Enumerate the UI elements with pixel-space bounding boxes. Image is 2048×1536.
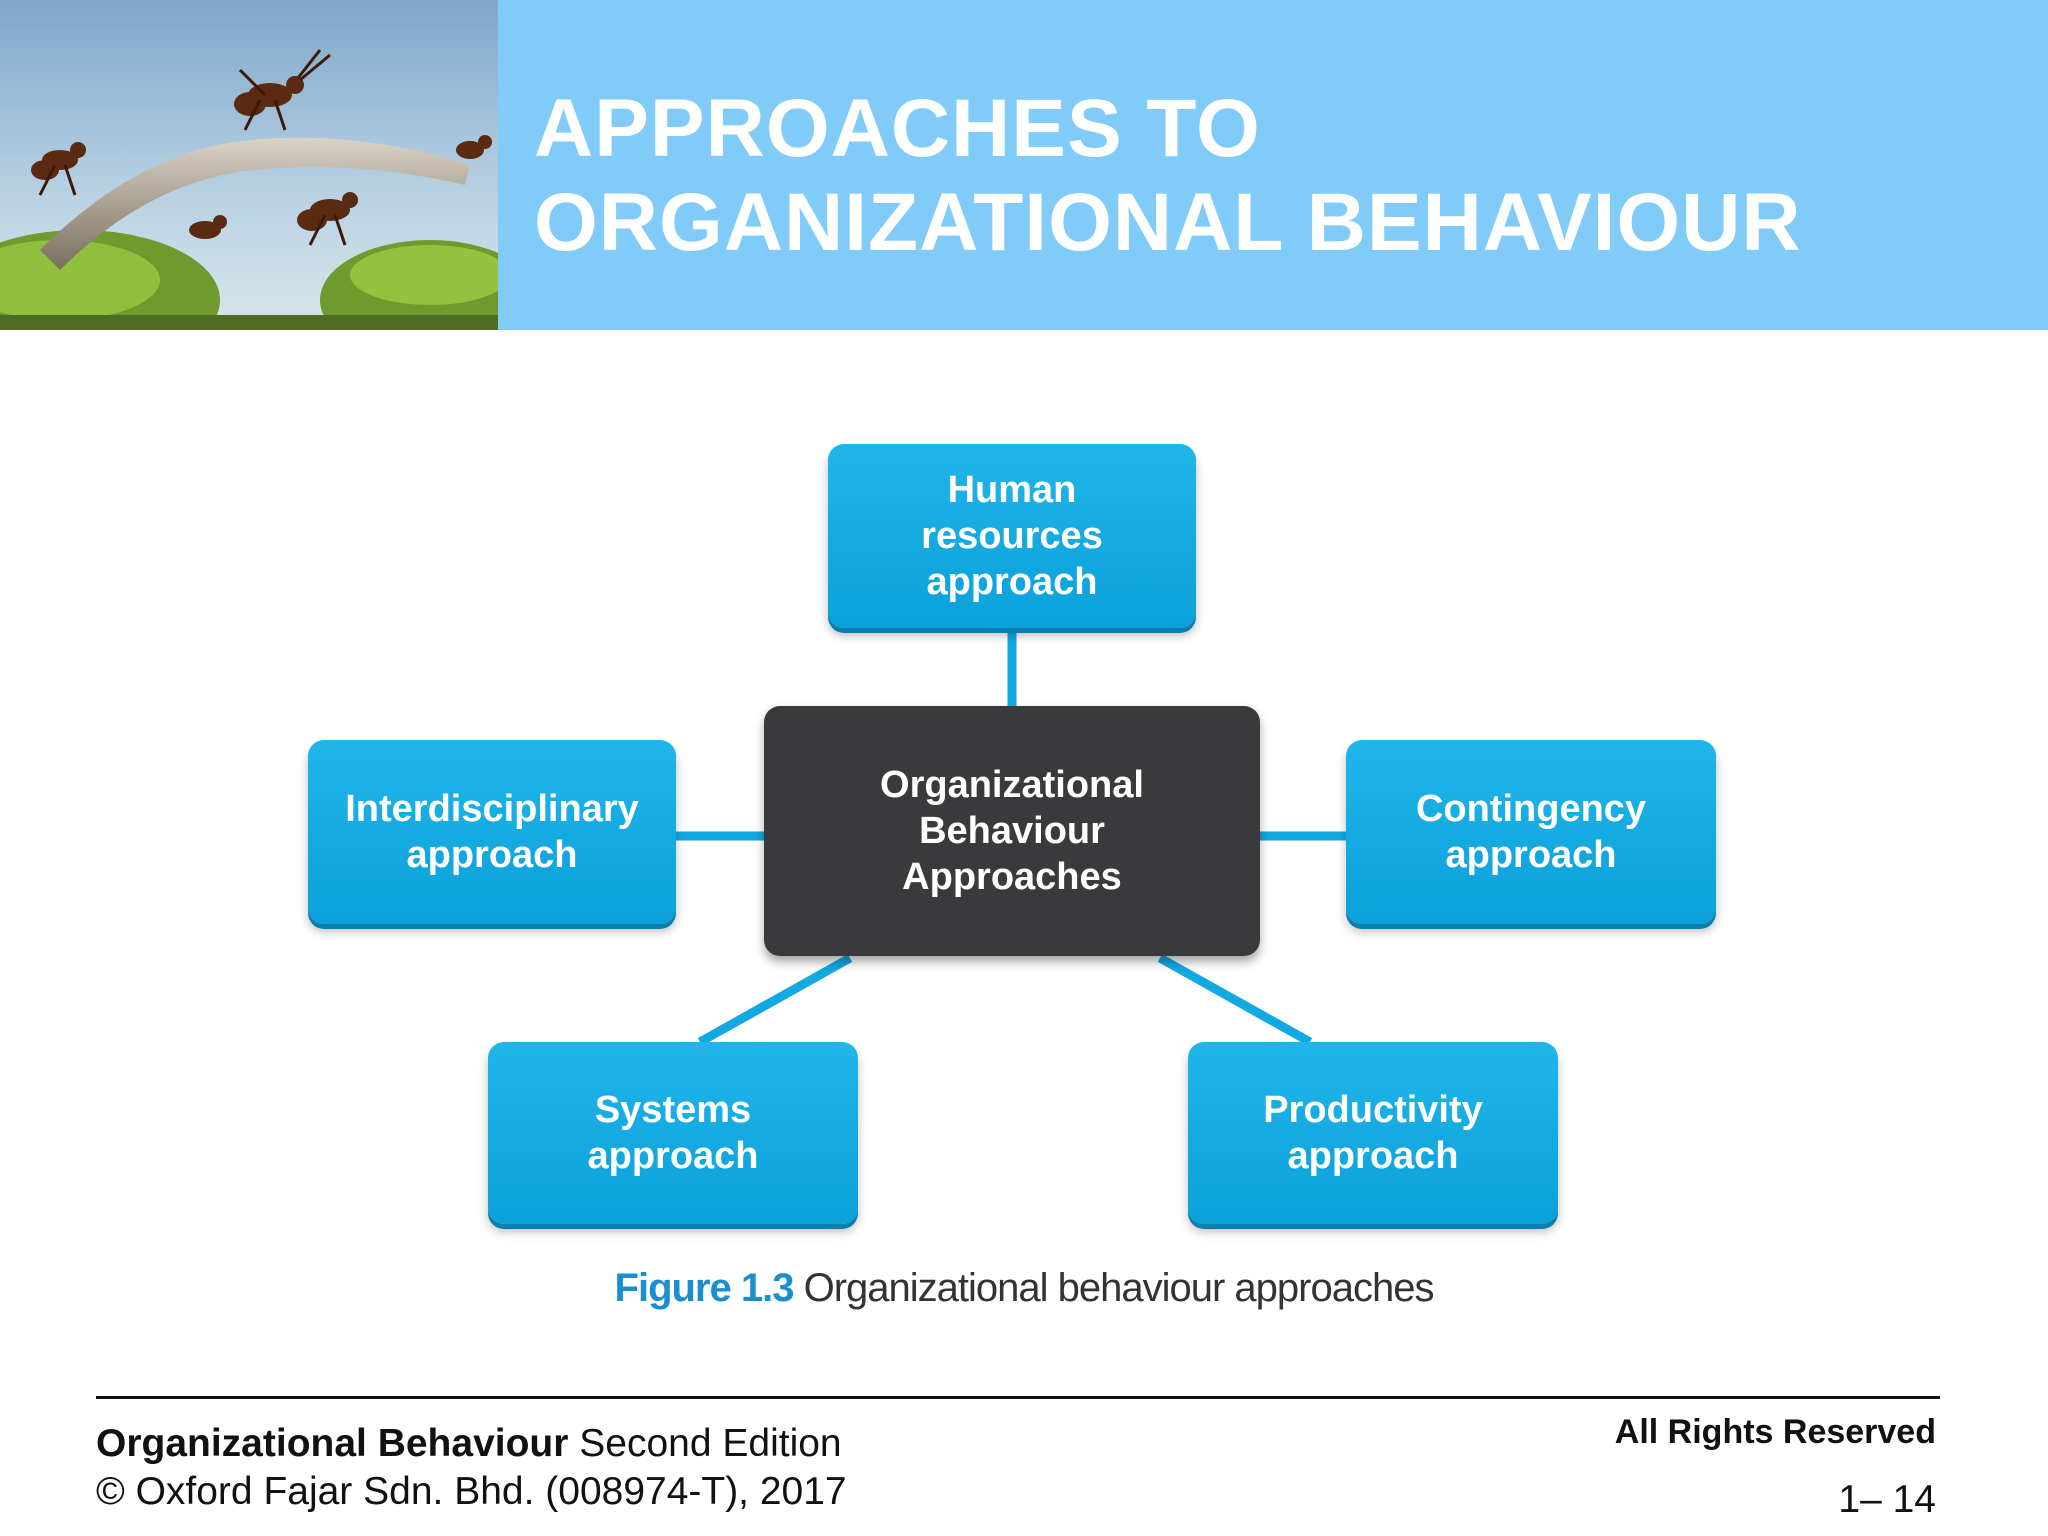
node-productivity-approach: Productivity approach — [1188, 1042, 1558, 1224]
node-organizational-behaviour-approaches: Organizational Behaviour Approaches — [764, 706, 1260, 956]
rights-text: All Rights Reserved — [1614, 1413, 1936, 1451]
book-title: Organizational Behaviour — [96, 1422, 569, 1465]
node-line: Contingency — [1415, 788, 1647, 830]
figure-caption-text: Organizational behaviour approaches — [793, 1266, 1435, 1310]
figure-caption: Figure 1.3 Organizational behaviour appr… — [0, 1266, 2048, 1311]
figure-label: Figure 1.3 — [614, 1266, 795, 1310]
footer-left: Organizational Behaviour Second Edition … — [96, 1420, 847, 1516]
connector-bottom-left — [697, 954, 853, 1046]
node-line: approach — [1287, 1135, 1459, 1177]
node-line: Human — [947, 469, 1077, 511]
node-line: approach — [1445, 834, 1617, 876]
node-systems-approach: Systems approach — [488, 1042, 858, 1224]
node-line: Systems — [594, 1089, 752, 1131]
node-line: approach — [406, 834, 578, 876]
footer-divider — [96, 1396, 1940, 1399]
node-line: Behaviour — [919, 810, 1105, 852]
copyright-text: © Oxford Fajar Sdn. Bhd. (008974-T), 201… — [96, 1470, 847, 1513]
node-human-resources-approach: Human resources approach — [828, 444, 1196, 628]
footer-right: All Rights Reserved 1– 14 — [1615, 1410, 1936, 1524]
title-line-1: APPROACHES TO — [534, 83, 1261, 174]
title-line-2: ORGANIZATIONAL BEHAVIOUR — [534, 177, 1802, 268]
node-line: Productivity — [1263, 1089, 1483, 1131]
node-contingency-approach: Contingency approach — [1346, 740, 1716, 924]
book-edition: Second Edition — [568, 1422, 842, 1465]
slide-title: APPROACHES TO ORGANIZATIONAL BEHAVIOUR — [534, 82, 2014, 270]
node-line: approach — [587, 1135, 759, 1177]
node-line: Approaches — [902, 856, 1122, 898]
node-line: Organizational — [880, 764, 1144, 806]
header-photo-ants — [0, 0, 498, 330]
node-line: approach — [926, 561, 1098, 603]
header-band — [498, 0, 2048, 330]
node-line: Interdisciplinary — [345, 788, 639, 830]
node-interdisciplinary-approach: Interdisciplinary approach — [308, 740, 676, 924]
node-line: resources — [921, 515, 1103, 557]
page-number: 1– 14 — [1838, 1478, 1936, 1521]
connector-bottom-right — [1157, 954, 1313, 1046]
